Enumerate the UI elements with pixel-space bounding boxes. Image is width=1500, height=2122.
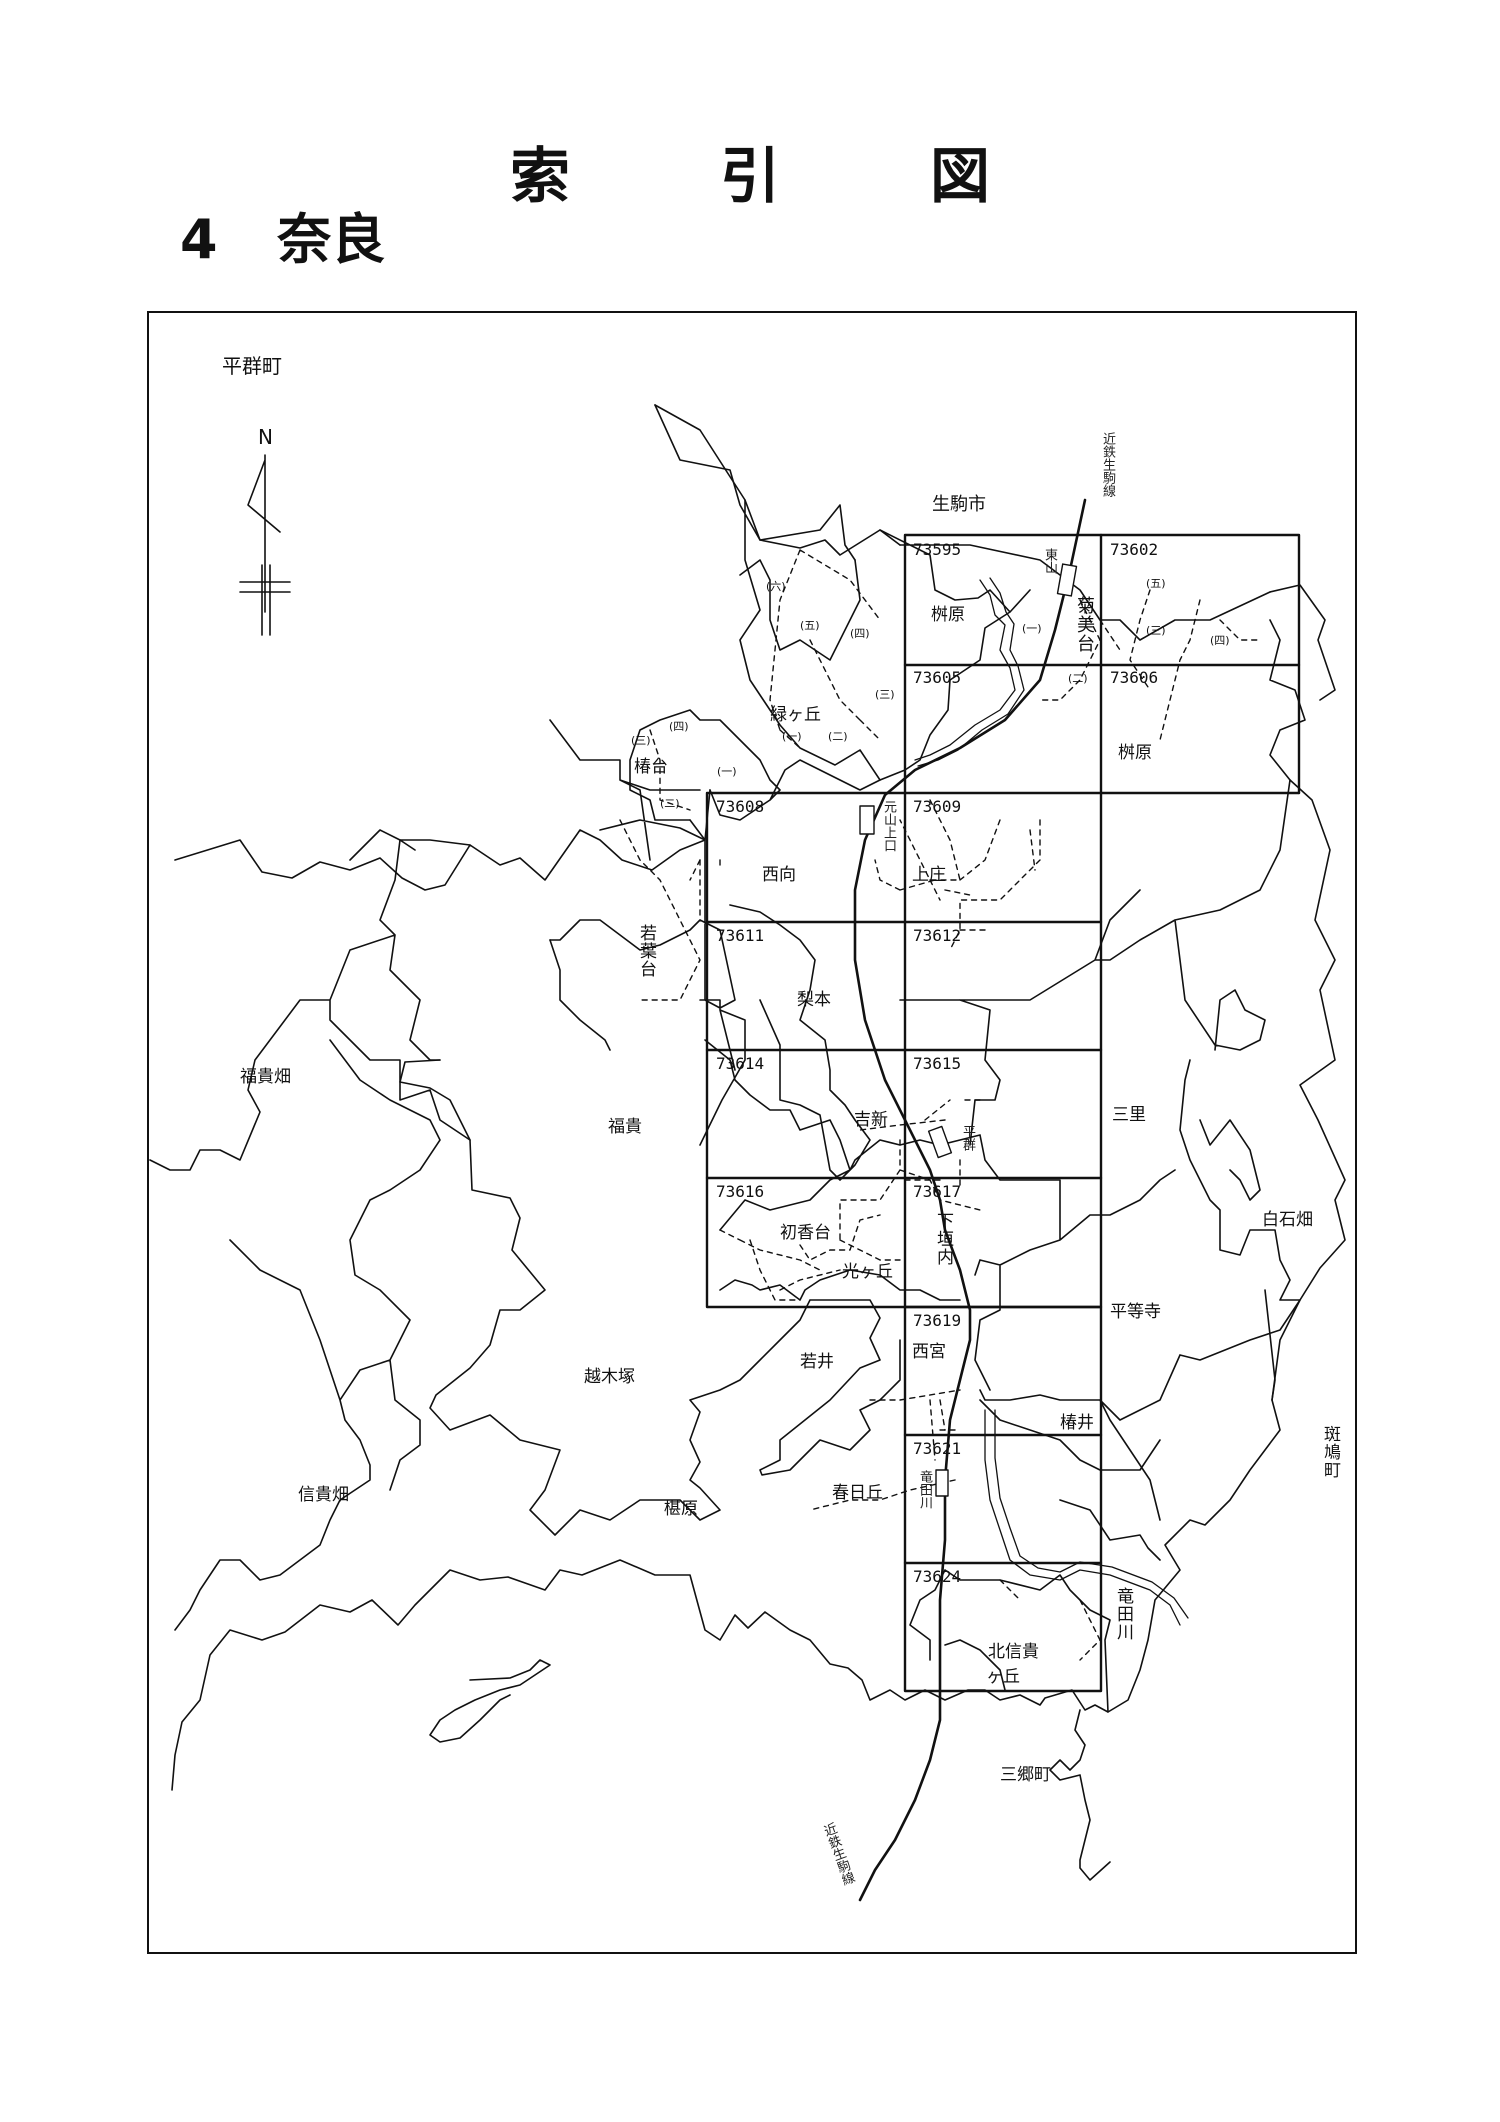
title-char-2: 引	[720, 142, 780, 212]
sheet-73602[interactable]: 73602	[1110, 540, 1159, 559]
area-byodoji: 平等寺	[1110, 1302, 1161, 1322]
railway-label-north: 近鉄生駒線	[1100, 432, 1115, 497]
sub-kikumidai-1: (一)	[1022, 622, 1042, 635]
station-label-higashiyama: 東山	[1042, 548, 1057, 574]
area-misato: 三里	[1112, 1105, 1146, 1125]
label-sango-town: 三郷町	[1000, 1765, 1051, 1785]
district-lines	[399, 404, 1306, 1881]
sheet-73611[interactable]: 73611	[716, 926, 765, 945]
title-char-1: 索	[510, 142, 570, 212]
sheet-73606[interactable]: 73606	[1110, 668, 1159, 687]
area-koshikizuka: 越木塚	[584, 1367, 635, 1387]
area-shiraishibata: 白石畑	[1262, 1210, 1313, 1230]
area-hatsukadai: 初香台	[780, 1223, 831, 1243]
north-label: N	[258, 425, 273, 449]
sub-tsubakidai-1: (一)	[717, 765, 737, 778]
river-tatsuta-south	[984, 1409, 1189, 1626]
western-lines	[149, 839, 551, 1743]
area-tsubai: 椿井	[1060, 1413, 1094, 1433]
sub-midorigaoka-3: (三)	[875, 688, 895, 701]
area-wakabadai: 若葉台	[636, 924, 656, 978]
area-nishinomiya: 西宮	[912, 1342, 946, 1362]
area-kasugaoka: 春日丘	[832, 1483, 883, 1503]
area-kamisho: 上庄	[912, 865, 946, 885]
sub-kikumidai-2: (二)	[1068, 672, 1088, 685]
map-number: 4	[180, 208, 218, 271]
map-heading: 4 奈良	[180, 195, 385, 274]
area-kitashigigaoka-2: ヶ丘	[986, 1667, 1020, 1687]
area-tsubakidai: 椿台	[634, 757, 668, 777]
sheet-73615[interactable]: 73615	[913, 1054, 962, 1073]
station-motoyamakamiguchi	[859, 805, 875, 835]
area-yoshishin: 吉新	[854, 1110, 888, 1130]
municipal-boundary	[171, 404, 1346, 1791]
area-kitashigigaoka-1: 北信貴	[988, 1642, 1039, 1662]
sub-midorigaoka-4: (四)	[850, 627, 870, 640]
sheet-73624[interactable]: 73624	[913, 1567, 962, 1586]
area-tatsutagawa: 竜田川	[1113, 1587, 1133, 1641]
sheet-73621[interactable]: 73621	[913, 1439, 962, 1458]
sub-kikumidai-4: (四)	[1210, 634, 1230, 647]
sheet-73616[interactable]: 73616	[716, 1182, 765, 1201]
sheet-73605[interactable]: 73605	[913, 668, 962, 687]
sub-midorigaoka-2: (二)	[828, 730, 848, 743]
subdivision-dashed-lines	[619, 549, 1261, 1661]
title-char-3: 図	[930, 142, 990, 212]
area-masuhara-nw: 桝原	[931, 605, 965, 625]
area-fuki: 福貴	[608, 1117, 642, 1137]
sub-midorigaoka-6: (六)	[766, 580, 786, 593]
map-city: 奈良	[277, 208, 386, 271]
area-masuhara-e: 桝原	[1118, 743, 1152, 763]
sheet-73614[interactable]: 73614	[716, 1054, 765, 1073]
sheet-73619[interactable]: 73619	[913, 1311, 962, 1330]
sheet-73617[interactable]: 73617	[913, 1182, 962, 1201]
area-kikumidai: 菊美台	[1074, 596, 1095, 653]
area-nishimuki: 西向	[762, 865, 796, 885]
station-label-heguri: 平群	[960, 1125, 975, 1151]
sub-midorigaoka-5: (五)	[800, 619, 820, 632]
sub-kikumidai-5: (五)	[1146, 577, 1166, 590]
sheet-73609[interactable]: 73609	[913, 797, 962, 816]
sub-midorigaoka-1: (一)	[782, 730, 802, 743]
area-shigihata: 信貴畑	[298, 1485, 349, 1505]
north-arrow-icon	[239, 454, 291, 636]
map-frame	[147, 311, 1357, 1954]
sub-tsubakidai-4: (四)	[669, 720, 689, 733]
station-heguri	[927, 1125, 953, 1159]
station-tatsutagawa	[935, 1469, 949, 1497]
station-label-motoyamakamiguchi: 元山上口	[881, 800, 896, 852]
north-residential-lines	[349, 559, 881, 1051]
sub-tsubakidai-3: (三)	[631, 734, 651, 747]
sheet-73608[interactable]: 73608	[716, 797, 765, 816]
label-ikaruga-town: 斑鳩町	[1320, 1425, 1340, 1479]
sheet-73612[interactable]: 73612	[913, 926, 962, 945]
area-nashimoto: 梨本	[797, 990, 831, 1010]
label-ikoma-city: 生駒市	[932, 494, 986, 515]
area-hikarigaoka: 光ヶ丘	[842, 1262, 893, 1282]
sheet-73595[interactable]: 73595	[913, 540, 962, 559]
sub-kikumidai-3: (三)	[1146, 624, 1166, 637]
town-name: 平群町	[222, 354, 282, 378]
area-midorigaoka: 緑ヶ丘	[770, 705, 821, 725]
station-label-tatsutagawa: 竜田川	[917, 1470, 932, 1509]
station-higashiyama	[1056, 563, 1078, 597]
area-wakai: 若井	[800, 1352, 834, 1372]
area-kusuhara: 椹原	[664, 1499, 698, 1519]
sub-tsubakidai-2: (二)	[660, 797, 680, 810]
area-shimogaito: 下垣内	[933, 1212, 953, 1266]
sheet-grid	[705, 533, 1301, 1693]
railway-line	[853, 498, 1087, 1902]
area-fukikihata: 福貴畑	[240, 1067, 291, 1087]
